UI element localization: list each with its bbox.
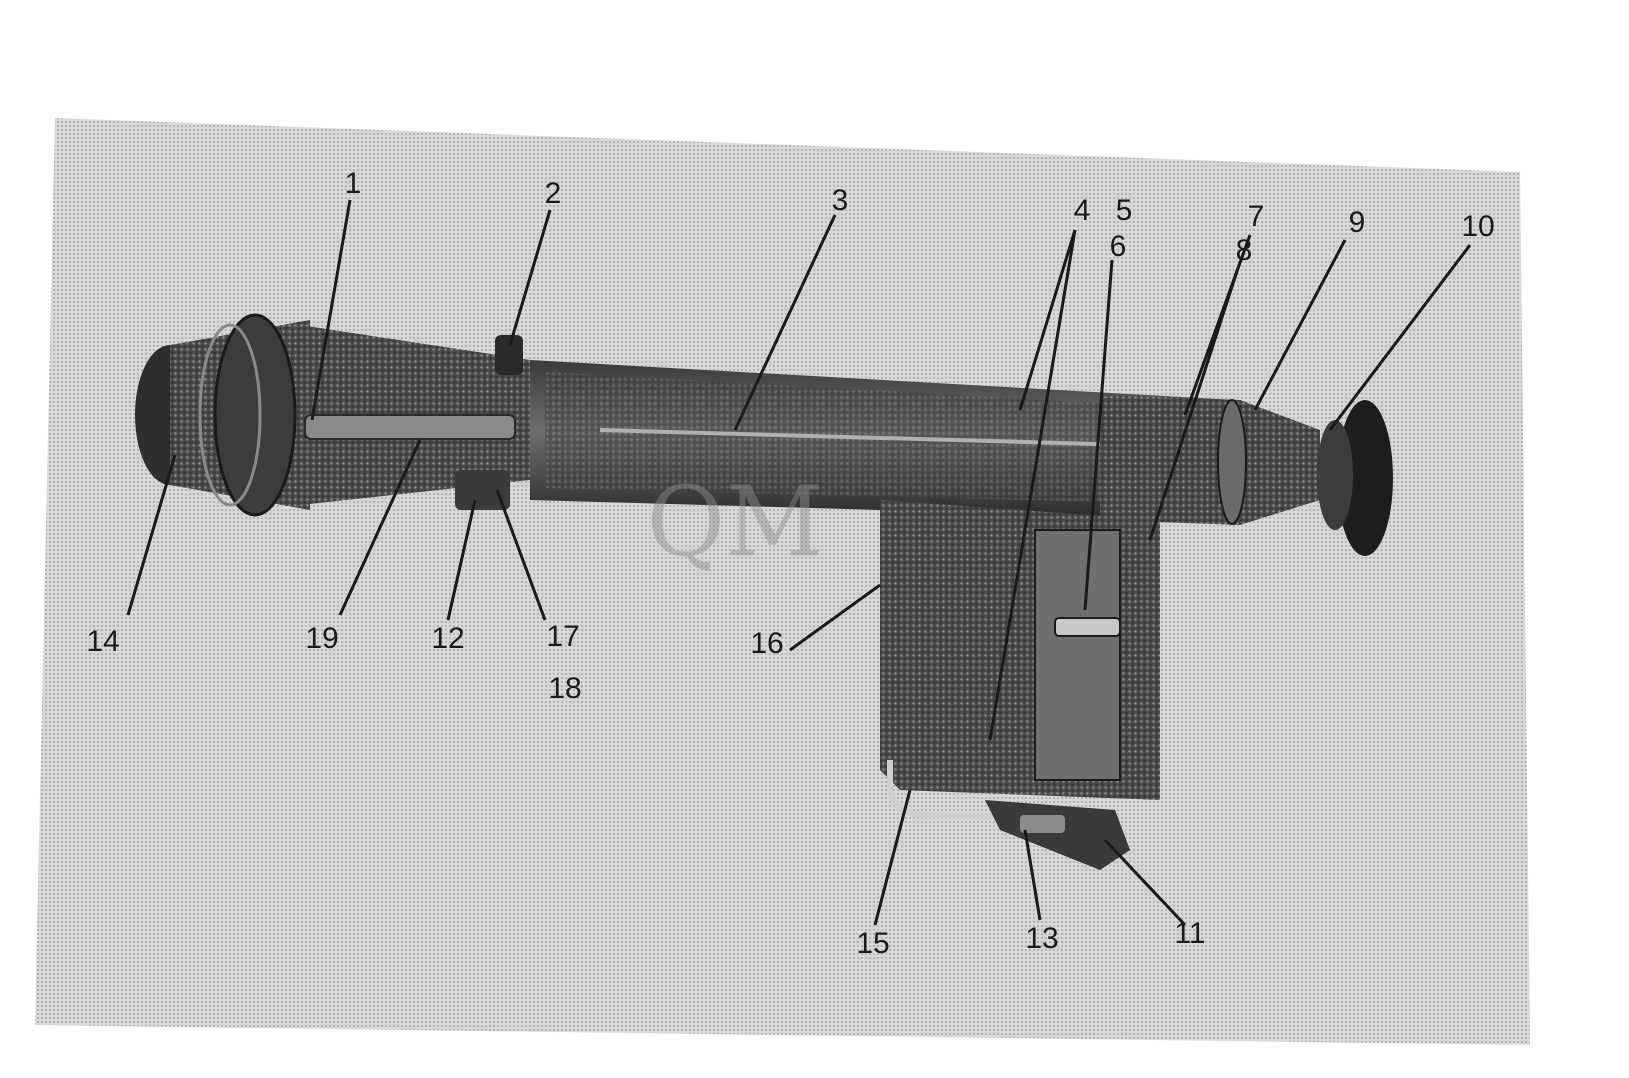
printed-sheet (35, 118, 1530, 1045)
top-adjust-knob (495, 335, 523, 375)
callout-8: 8 (1236, 234, 1253, 267)
leader-3 (733, 214, 837, 431)
callout-9: 9 (1349, 206, 1366, 239)
callout-19: 19 (305, 622, 338, 655)
callout-5: 5 (1116, 194, 1133, 227)
leader-16 (789, 583, 881, 652)
callout-4: 4 (1074, 194, 1091, 227)
callout-18: 18 (548, 672, 581, 705)
leader-4 (1018, 229, 1077, 411)
callout-13: 13 (1025, 922, 1058, 955)
leader-7 (1183, 234, 1252, 416)
optical-sight-illustration (135, 313, 1393, 870)
objective-ring-inner (198, 323, 262, 507)
carry-bracket (887, 760, 1101, 823)
objective-ring (213, 313, 297, 517)
lower-knob (455, 470, 510, 510)
leader-14 (126, 454, 177, 616)
callout-7: 7 (1248, 200, 1265, 233)
leader-10 (1328, 244, 1472, 431)
leader-19 (338, 439, 422, 616)
leader-2 (508, 209, 552, 346)
leader-5 (988, 229, 1077, 741)
leader-1 (310, 199, 352, 421)
eyecup-outer (1337, 400, 1393, 556)
watermark-text: QM (647, 466, 824, 578)
leader-9 (1253, 239, 1347, 411)
clamp-screw (1020, 815, 1065, 833)
callout-2: 2 (545, 177, 562, 210)
leader-17 (495, 489, 547, 621)
callout-3: 3 (832, 184, 849, 217)
leader-15 (873, 789, 912, 926)
eyecup-inner (1317, 420, 1353, 530)
callout-15: 15 (856, 927, 889, 960)
eyepiece-collar (1217, 399, 1247, 525)
leader-12 (446, 499, 477, 621)
callout-12: 12 (431, 622, 464, 655)
power-housing-panel (1034, 529, 1121, 781)
leader-8 (1148, 267, 1240, 541)
leader-11 (1103, 838, 1187, 927)
leader-lines (126, 199, 1472, 927)
callout-14: 14 (86, 625, 119, 658)
leader-6 (1083, 259, 1114, 611)
callout-16: 16 (750, 627, 783, 660)
tube-highlight (599, 428, 1131, 447)
callout-6: 6 (1110, 230, 1127, 263)
callout-labels: 1 2 3 4 5 6 7 8 9 10 11 12 13 14 15 16 1… (86, 167, 1494, 960)
callout-1: 1 (345, 167, 362, 200)
leader-13 (1023, 829, 1042, 921)
callout-17: 17 (546, 620, 579, 653)
callout-11: 11 (1174, 917, 1205, 950)
adjust-rod (304, 414, 516, 440)
eyepiece-barrel (1100, 395, 1320, 525)
power-switch (1054, 617, 1121, 637)
callout-10: 10 (1461, 210, 1494, 243)
